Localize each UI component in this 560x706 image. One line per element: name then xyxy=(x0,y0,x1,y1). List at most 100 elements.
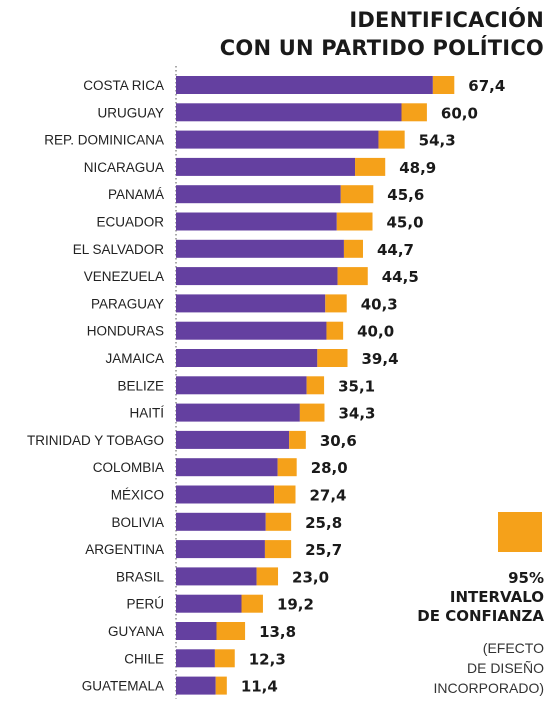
ci-segment xyxy=(274,485,296,504)
category-label: ARGENTINA xyxy=(85,542,164,557)
value-label: 30,6 xyxy=(320,432,357,450)
bar xyxy=(176,594,242,613)
ci-segment xyxy=(264,540,292,559)
ci-segment xyxy=(216,622,246,640)
bar xyxy=(176,103,402,122)
value-label: 23,0 xyxy=(292,568,329,586)
value-label: 12,3 xyxy=(249,650,286,668)
bar xyxy=(176,294,326,313)
value-label: 19,2 xyxy=(277,596,314,614)
bar xyxy=(176,567,257,586)
ci-segment xyxy=(214,649,235,668)
value-label: 67,4 xyxy=(468,77,505,95)
ci-segment xyxy=(299,403,325,422)
value-label: 40,0 xyxy=(357,323,394,341)
legend-title-line: INTERVALO xyxy=(449,588,544,606)
value-label: 27,4 xyxy=(309,487,346,505)
ci-segment xyxy=(340,185,374,204)
ci-segment xyxy=(401,103,427,122)
category-label: GUATEMALA xyxy=(82,679,164,694)
category-label: VENEZUELA xyxy=(84,269,164,284)
value-label: 25,7 xyxy=(305,541,342,559)
ci-segment xyxy=(289,430,306,449)
category-label: PARAGUAY xyxy=(91,296,164,311)
category-label: TRINIDAD Y TOBAGO xyxy=(27,433,164,448)
bar xyxy=(176,485,275,504)
chart-title: IDENTIFICACIÓN CON UN PARTIDO POLÍTICO xyxy=(220,6,544,62)
bar xyxy=(176,540,265,559)
bar xyxy=(176,76,433,94)
value-label: 60,0 xyxy=(441,104,478,122)
category-label: BOLIVIA xyxy=(111,515,164,530)
legend-ci-swatch xyxy=(498,512,542,552)
ci-segment xyxy=(378,130,405,149)
bar xyxy=(176,676,216,695)
bar xyxy=(176,130,379,149)
legend-note: (EFECTO DE DISEÑO INCORPORADO) xyxy=(434,638,544,698)
bar xyxy=(176,403,300,422)
category-label: REP. DOMINICANA xyxy=(44,133,164,148)
value-label: 39,4 xyxy=(362,350,399,368)
category-label: CHILE xyxy=(124,651,164,666)
value-label: 44,7 xyxy=(377,241,414,259)
value-label: 13,8 xyxy=(259,623,296,641)
value-label: 40,3 xyxy=(361,295,398,313)
legend-title-line: DE CONFIANZA xyxy=(417,607,544,625)
bar xyxy=(176,212,337,231)
bar xyxy=(176,157,356,176)
category-label: COSTA RICA xyxy=(83,78,164,93)
bar xyxy=(176,430,290,449)
category-label: URUGUAY xyxy=(97,105,164,120)
ci-segment xyxy=(343,239,363,258)
ci-segment xyxy=(337,267,368,286)
legend-note-line: INCORPORADO) xyxy=(433,680,544,696)
category-label: PERÚ xyxy=(126,597,164,612)
bar xyxy=(176,458,278,477)
category-label: NICARAGUA xyxy=(84,160,164,175)
category-label: BRASIL xyxy=(116,569,165,584)
legend-title-line: 95% xyxy=(508,569,544,587)
ci-segment xyxy=(256,567,279,586)
ci-segment xyxy=(306,376,325,395)
category-label: HONDURAS xyxy=(87,324,164,339)
value-label: 48,9 xyxy=(399,159,436,177)
category-label: MÉXICO xyxy=(111,488,164,503)
value-label: 34,3 xyxy=(338,405,375,423)
ci-segment xyxy=(277,458,297,477)
bar xyxy=(176,622,217,640)
category-label: GUYANA xyxy=(108,624,164,639)
bar xyxy=(176,376,307,395)
chart-title-line: IDENTIFICACIÓN xyxy=(349,8,544,32)
ci-segment xyxy=(355,157,386,176)
ci-segment xyxy=(317,349,348,367)
value-label: 44,5 xyxy=(382,268,419,286)
legend-note-line: DE DISEÑO xyxy=(466,660,544,676)
category-label: HAITÍ xyxy=(129,406,164,421)
value-label: 28,0 xyxy=(311,459,348,477)
value-label: 45,6 xyxy=(387,186,424,204)
bar xyxy=(176,649,215,668)
category-label: ECUADOR xyxy=(96,215,164,230)
category-label: EL SALVADOR xyxy=(73,242,165,257)
legend-note-line: (EFECTO xyxy=(482,640,544,656)
ci-segment xyxy=(326,321,344,340)
category-label: JAMAICA xyxy=(105,351,164,366)
category-label: COLOMBIA xyxy=(93,460,164,475)
value-label: 25,8 xyxy=(305,514,342,532)
bar xyxy=(176,239,344,258)
bar xyxy=(176,512,266,531)
ci-segment xyxy=(325,294,347,313)
value-label: 45,0 xyxy=(387,214,424,232)
bar xyxy=(176,267,338,286)
legend-title: 95% INTERVALO DE CONFIANZA xyxy=(417,569,544,626)
ci-segment xyxy=(265,512,292,531)
ci-segment xyxy=(432,76,455,94)
ci-segment xyxy=(241,594,263,613)
category-label: PANAMÁ xyxy=(108,187,164,202)
chart-title-line: CON UN PARTIDO POLÍTICO xyxy=(219,36,544,60)
value-label: 35,1 xyxy=(338,377,375,395)
ci-segment xyxy=(215,676,227,695)
bar xyxy=(176,185,341,204)
ci-segment xyxy=(336,212,373,231)
